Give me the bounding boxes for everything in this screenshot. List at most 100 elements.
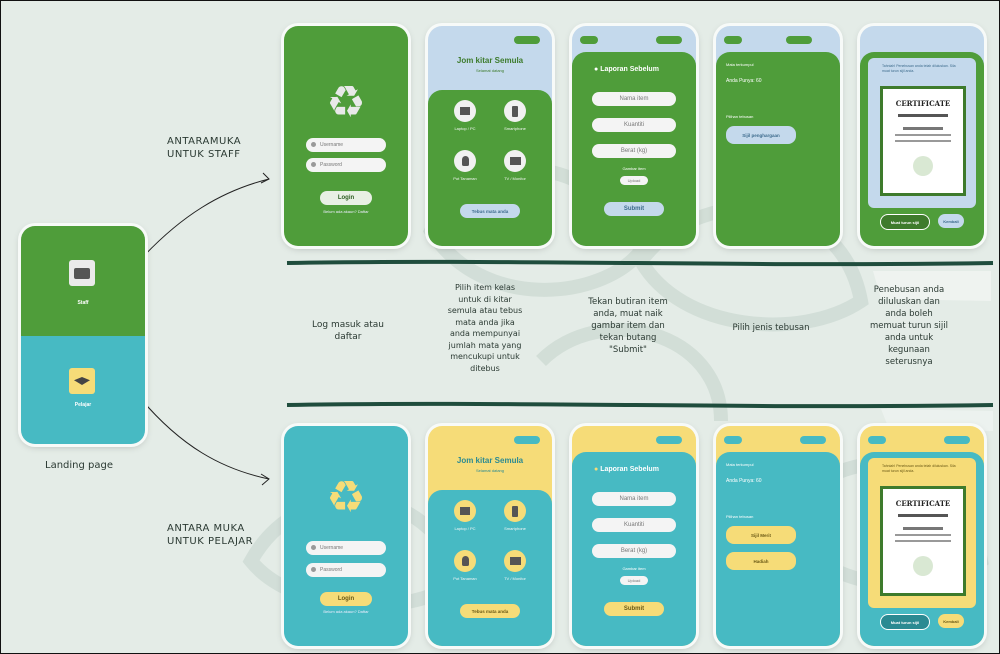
approval-note: Tahniah! Penebusan anda telah diluluskan… <box>882 464 956 473</box>
caption-select-item: Pilih item kelas untuk di kitar semula a… <box>447 283 523 373</box>
landing-page-label: Landing page <box>45 460 114 471</box>
smartphone-icon[interactable] <box>504 100 526 122</box>
certificate-image: CERTIFICATE <box>880 86 966 196</box>
report-title: ● Laporan Sebelum <box>594 66 659 73</box>
student-select-screen: Jom kitar Semula Selamat datang Laptop /… <box>428 426 552 646</box>
menu-pill[interactable] <box>786 36 812 44</box>
menu-pill[interactable] <box>656 436 682 444</box>
staff-redeem-screen: Mata terkumpul Anda Punya: 60 Pilihan te… <box>716 26 840 246</box>
login-button[interactable]: Login <box>320 191 372 205</box>
certificate-card: Tahniah! Penebusan anda telah diluluskan… <box>868 58 976 208</box>
student-certificate-screen: Tahniah! Penebusan anda telah diluluskan… <box>860 426 984 646</box>
arrow-head-icon <box>260 172 270 184</box>
caption-certificate: Penebusan anda diluluskan dan anda boleh… <box>870 285 948 367</box>
staff-login-screen: ♻ Username Password Login Belum ada akau… <box>284 26 408 246</box>
laptop-icon[interactable] <box>454 100 476 122</box>
quantity-field[interactable]: Kuantiti <box>592 118 676 132</box>
password-field[interactable]: Password <box>306 563 386 577</box>
menu-pill[interactable] <box>514 36 540 44</box>
staff-section-label: ANTARAMUKA UNTUK STAFF <box>167 136 242 160</box>
certificate-card: Tahniah! Penebusan anda telah diluluskan… <box>868 458 976 608</box>
staff-report-screen: ● Laporan Sebelum Nama item Kuantiti Ber… <box>572 26 696 246</box>
username-field[interactable]: Username <box>306 541 386 555</box>
student-report-screen: ● Laporan Sebelum Nama item Kuantiti Ber… <box>572 426 696 646</box>
monitor-icon[interactable] <box>504 550 526 572</box>
menu-pill[interactable] <box>944 436 970 444</box>
select-title: Jom kitar Semula <box>456 456 524 465</box>
item-label: TV / Monitor <box>504 176 526 181</box>
caption-login: Log masuk atau daftar <box>312 320 384 342</box>
download-certificate-button[interactable]: Muat turun sijil <box>880 214 930 230</box>
upload-label: Gambar item <box>622 166 646 171</box>
password-field[interactable]: Password <box>306 158 386 172</box>
certificate-title: CERTIFICATE <box>895 99 951 108</box>
upload-label: Gambar item <box>622 566 646 571</box>
caption-redeem: Pilih jenis tebusan <box>732 323 810 333</box>
select-subtitle: Selamat datang <box>475 468 505 473</box>
menu-pill[interactable] <box>514 436 540 444</box>
staff-label: Staff <box>77 300 89 306</box>
student-login-screen: ♻ Username Password Login Belum ada akau… <box>284 426 408 646</box>
report-title: ● Laporan Sebelum <box>594 466 659 473</box>
item-grid-panel: Laptop / PC Smartphone Pot Tanaman TV / … <box>428 490 552 646</box>
weight-field[interactable]: Berat (kg) <box>592 544 676 558</box>
register-link[interactable]: Belum ada akaun? Daftar <box>323 209 369 214</box>
smartphone-icon[interactable] <box>504 500 526 522</box>
redeem-points-button[interactable]: Tebus mata anda <box>460 604 520 618</box>
briefcase-icon <box>69 260 95 286</box>
student-redeem-screen: Mata terkumpul Anda Punya: 60 Pilihan te… <box>716 426 840 646</box>
login-button[interactable]: Login <box>320 592 372 606</box>
certificate-title: CERTIFICATE <box>895 499 951 508</box>
approval-note: Tahniah! Penebusan anda telah diluluskan… <box>882 64 956 73</box>
quantity-field[interactable]: Kuantiti <box>592 518 676 532</box>
back-pill[interactable] <box>724 436 742 444</box>
gift-option-button[interactable]: Hadiah <box>726 552 796 570</box>
menu-pill[interactable] <box>800 436 826 444</box>
redeem-options-label: Pilihan tebusan <box>726 514 754 519</box>
plant-pot-icon[interactable] <box>454 550 476 572</box>
certificate-option-button[interactable]: Sijil penghargaan <box>726 126 796 144</box>
points-value: Anda Punya: 60 <box>726 478 762 484</box>
staff-panel[interactable]: Staff <box>21 226 145 336</box>
back-pill[interactable] <box>868 436 886 444</box>
points-label: Mata terkumpul <box>726 62 754 67</box>
item-label: Pot Tanaman <box>453 576 477 581</box>
item-grid-panel: Laptop / PC Smartphone Pot Tanaman TV / … <box>428 90 552 246</box>
redeem-panel: Mata terkumpul Anda Punya: 60 Pilihan te… <box>716 452 840 646</box>
report-panel: ● Laporan Sebelum Nama item Kuantiti Ber… <box>572 452 696 646</box>
report-title-text: Laporan Sebelum <box>600 466 659 473</box>
student-panel[interactable]: Pelajar <box>21 336 145 444</box>
points-value: Anda Punya: 60 <box>726 78 762 84</box>
username-field[interactable]: Username <box>306 138 386 152</box>
register-link[interactable]: Belum ada akaun? Daftar <box>323 609 369 614</box>
recycle-icon: ♻ <box>326 473 366 522</box>
upload-button[interactable]: Upload <box>620 576 648 585</box>
select-subtitle: Selamat datang <box>475 68 505 73</box>
menu-pill[interactable] <box>656 36 682 44</box>
plant-pot-icon[interactable] <box>454 150 476 172</box>
certificate-panel: Tahniah! Penebusan anda telah diluluskan… <box>860 452 984 646</box>
check-icon: ● <box>594 66 601 73</box>
download-certificate-button[interactable]: Muat turun sijil <box>880 614 930 630</box>
merit-option-button[interactable]: Sijil Merit <box>726 526 796 544</box>
check-icon: ● <box>594 466 601 473</box>
report-title-text: Laporan Sebelum <box>600 66 659 73</box>
laptop-icon[interactable] <box>454 500 476 522</box>
back-button[interactable]: Kembali <box>938 614 964 628</box>
monitor-icon[interactable] <box>504 150 526 172</box>
item-name-field[interactable]: Nama item <box>592 92 676 106</box>
item-label: Smartphone <box>504 526 526 531</box>
submit-button[interactable]: Submit <box>604 602 664 616</box>
item-name-field[interactable]: Nama item <box>592 492 676 506</box>
upload-button[interactable]: Upload <box>620 176 648 185</box>
submit-button[interactable]: Submit <box>604 202 664 216</box>
item-label: Laptop / PC <box>454 126 476 131</box>
weight-field[interactable]: Berat (kg) <box>592 144 676 158</box>
staff-certificate-screen: Tahniah! Penebusan anda telah diluluskan… <box>860 26 984 246</box>
item-label: Smartphone <box>504 126 526 131</box>
redeem-points-button[interactable]: Tebus mata anda <box>460 204 520 218</box>
back-pill[interactable] <box>724 36 742 44</box>
back-pill[interactable] <box>580 36 598 44</box>
graduation-cap-icon <box>69 368 95 394</box>
back-button[interactable]: Kembali <box>938 214 964 228</box>
